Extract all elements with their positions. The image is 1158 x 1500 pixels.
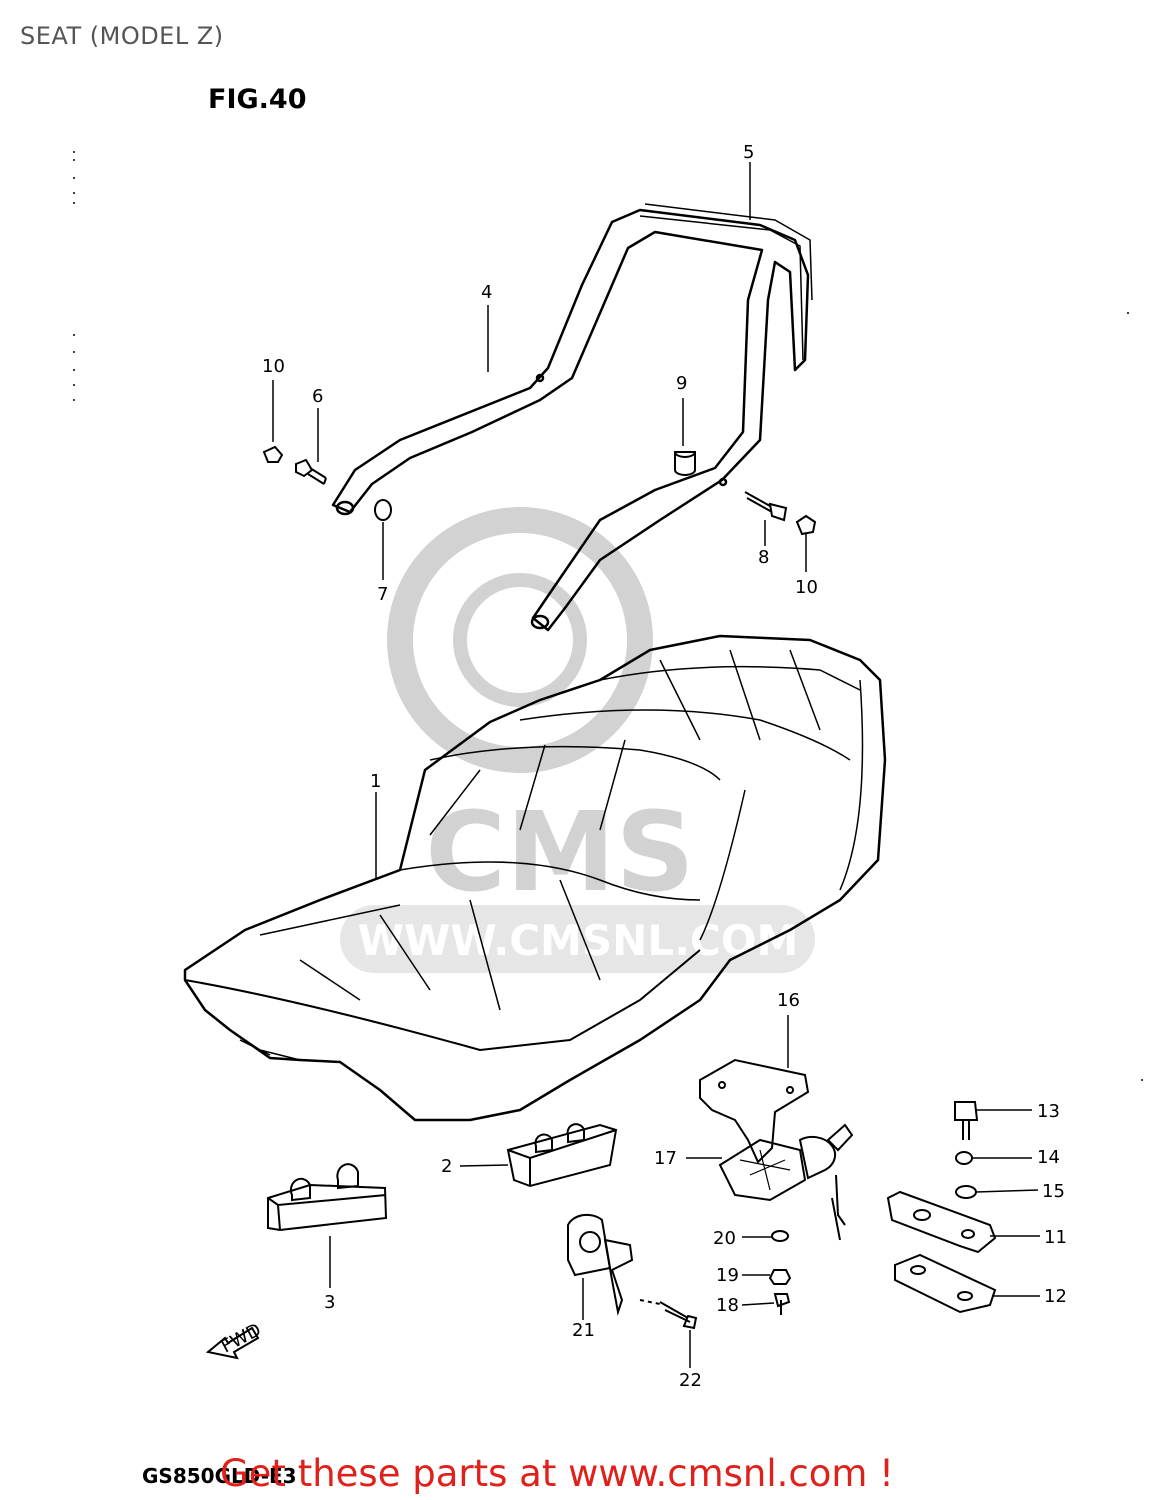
watermark-logo-text: CMS [425,788,694,916]
callout-1: 1 [370,771,381,792]
plate-11 [886,1190,997,1254]
leader-lines [272,162,1040,1368]
figure-label: FIG.40 [208,84,307,115]
cap-nut-10-right [795,514,817,536]
bracket-16 [699,1058,810,1164]
watermark: CMS WWW.CMSNL.COM [340,507,815,973]
forward-arrow-icon [205,1326,260,1360]
page-title: SEAT (MODEL Z) [20,22,224,50]
striker-hardware [886,1101,997,1314]
callout-13: 13 [1037,1101,1060,1122]
seat [183,634,887,1122]
bumper-2 [506,1123,618,1188]
callout-5: 5 [743,142,754,163]
callout-21: 21 [572,1320,595,1341]
callout-17: 17 [654,1148,677,1169]
callout-10: 10 [262,356,285,377]
callout-12: 12 [1044,1286,1067,1307]
callout-15: 15 [1042,1181,1065,1202]
lock-21 [567,1213,612,1277]
washer-20 [771,1230,789,1242]
lock-washer-14 [955,1151,973,1165]
bolt-8 [744,491,788,522]
model-code: GS850GLD-E3 [142,1464,297,1488]
bolt-6 [295,458,327,485]
callouts: 5 4 10 6 9 7 8 10 1 16 2 17 13 14 15 11 … [262,142,1067,1391]
nut-19 [768,1269,792,1285]
spacer-7 [373,499,393,521]
callout-16: 16 [777,990,800,1011]
callout-14: 14 [1037,1147,1060,1168]
callout-4: 4 [481,282,492,303]
cap-nut-10-left [262,445,284,463]
bumper-3 [267,1183,388,1232]
seat-lock-assembly [699,1058,854,1241]
callout-11: 11 [1044,1227,1067,1248]
grab-rail [331,203,813,632]
callout-19: 19 [716,1265,739,1286]
parts-cta-link[interactable]: Get these parts at www.cmsnl.com ! [220,1452,895,1495]
rail-hardware [262,445,817,536]
callout-6: 6 [312,386,323,407]
lock-and-fasteners [567,1213,792,1330]
callout-18: 18 [716,1295,739,1316]
screw-22 [659,1301,698,1330]
callout-9: 9 [676,373,687,394]
seat-bumpers [267,1123,618,1232]
margin-dots [73,151,1143,1081]
callout-2: 2 [441,1156,452,1177]
callout-3: 3 [324,1292,335,1313]
lock-17 [718,1138,807,1202]
callout-22: 22 [679,1370,702,1391]
screw-18 [773,1293,791,1315]
callout-10: 10 [795,577,818,598]
bolt-13 [954,1101,979,1140]
forward-arrow-label: FWD [218,1319,265,1357]
callout-8: 8 [758,547,769,568]
plate-12 [894,1253,997,1314]
washer-15 [955,1185,977,1199]
callout-20: 20 [713,1228,736,1249]
watermark-logo-circle [387,507,653,773]
spacer-9 [674,451,696,476]
forward-arrow: FWD [205,1319,265,1360]
callout-7: 7 [377,584,388,605]
